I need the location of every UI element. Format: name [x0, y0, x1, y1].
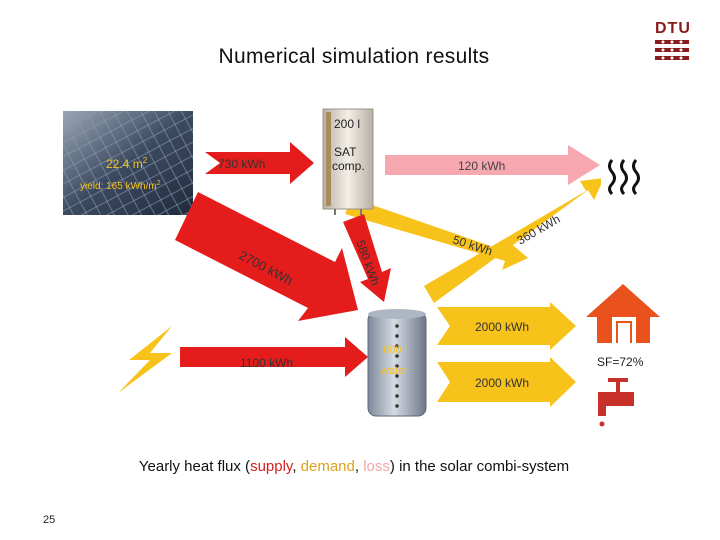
flow-arrow-tank-to-house — [437, 302, 576, 350]
solar-fraction-label: SF=72% — [597, 355, 644, 369]
collector-yield-label: yield: 165 kWh/m2 — [80, 180, 161, 192]
flow-arrow-solar-to-sat — [205, 142, 314, 184]
caption-loss: loss — [363, 458, 390, 475]
caption-suffix: ) in the solar combi-system — [389, 458, 570, 475]
water-tank-volume: 600 l — [383, 344, 407, 356]
flow-arrow-solar-to-tank — [175, 192, 358, 321]
house-icon — [586, 284, 660, 343]
collector-area-label: 22.4 m2 — [106, 156, 148, 171]
dtu-logo-mark-icon — [655, 40, 689, 60]
flow-label-sat-loss: 120 kWh — [458, 159, 505, 173]
sat-tank-label-line2: comp. — [332, 159, 365, 173]
solar-collector-photo — [63, 111, 193, 215]
heat-radiator-icon — [601, 154, 647, 200]
caption-sep2: , — [354, 458, 364, 475]
flow-arrow-tank-to-space — [345, 198, 528, 270]
flow-label-solar-to-sat: 730 kWh — [218, 157, 265, 171]
lightning-icon — [118, 326, 172, 393]
flow-arrow-sat-loss — [385, 145, 600, 185]
water-tap-icon — [598, 378, 634, 427]
caption-supply: supply — [250, 458, 293, 475]
flow-label-tank-to-dhw: 2000 kWh — [475, 376, 529, 390]
caption-sep1: , — [292, 458, 301, 475]
water-tank-icon — [367, 309, 427, 417]
caption-demand: demand — [300, 458, 355, 475]
water-tank-label: water — [380, 365, 408, 377]
flow-arrow-space-demand — [424, 178, 604, 303]
flow-label-tank-to-house: 2000 kWh — [475, 320, 529, 334]
flow-label-tank-to-space: 50 kWh — [451, 233, 494, 259]
flow-arrow-aux-electric — [180, 337, 368, 377]
dtu-logo-text: DTU — [655, 20, 691, 37]
flow-label-aux-electric: 1100 kWh — [240, 356, 293, 370]
sat-tank-volume: 200 l — [334, 117, 360, 131]
dtu-logo: DTU — [655, 20, 693, 73]
caption-prefix: Yearly heat flux ( — [138, 458, 251, 475]
page-number: 25 — [43, 514, 56, 526]
sat-tank-icon — [322, 108, 374, 215]
flow-arrow-tank-to-dhw — [437, 357, 576, 407]
diagram-caption: Yearly heat flux (supply, demand, loss) … — [0, 458, 708, 475]
slide-title: Numerical simulation results — [218, 45, 490, 68]
sat-tank-label-line1: SAT — [334, 145, 357, 159]
flow-arrow-sat-to-tank — [343, 214, 391, 302]
